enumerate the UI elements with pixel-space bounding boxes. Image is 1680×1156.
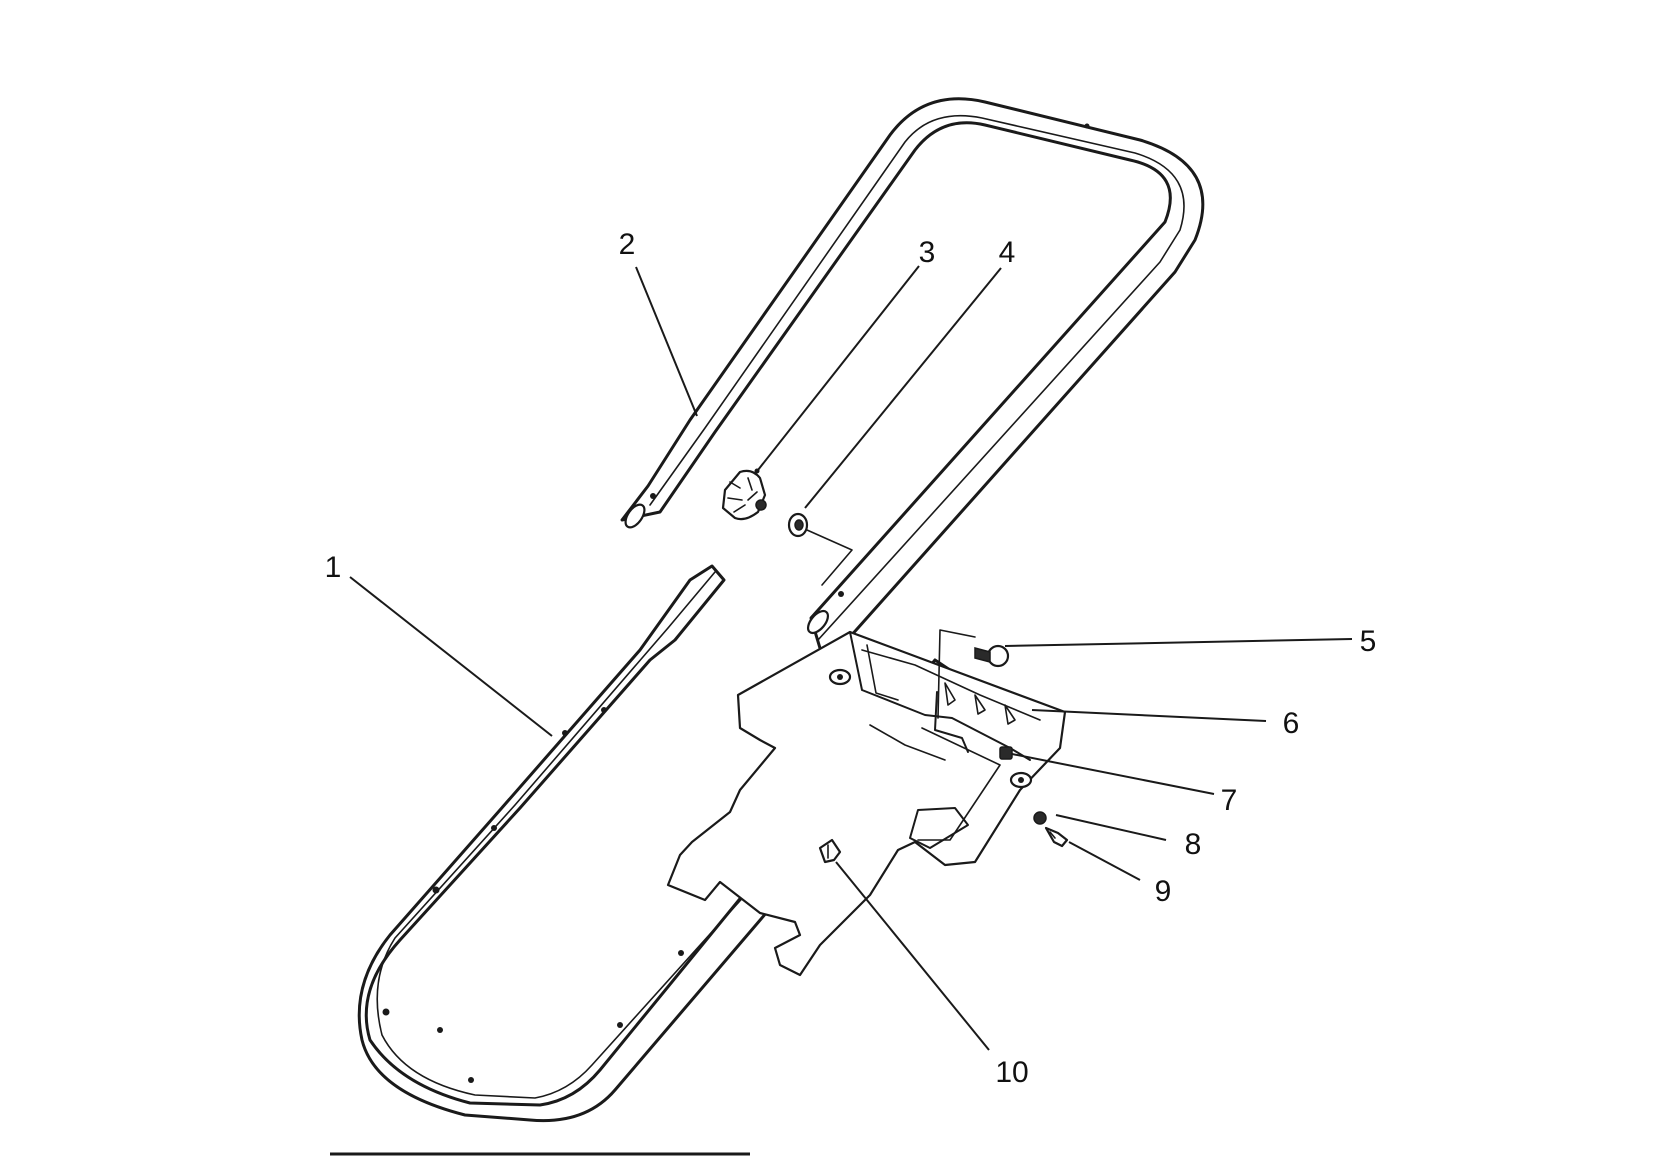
leader-9 — [1068, 841, 1141, 881]
label-7: 7 — [1221, 784, 1238, 817]
label-10: 10 — [995, 1056, 1028, 1089]
upper-handle-frame — [620, 97, 1205, 667]
label-3: 3 — [919, 236, 936, 269]
leader-5 — [1004, 638, 1353, 647]
label-8: 8 — [1185, 828, 1202, 861]
handle-bracket — [666, 630, 1067, 977]
lock-washer — [1033, 811, 1047, 825]
label-5: 5 — [1360, 625, 1377, 658]
leader-7 — [1011, 753, 1215, 795]
label-1: 1 — [325, 551, 342, 584]
part-labels: 1 2 3 4 5 6 7 8 9 10 — [325, 228, 1377, 1089]
label-6: 6 — [1283, 707, 1300, 740]
carriage-bolt — [937, 629, 1010, 719]
leader-3 — [757, 265, 920, 471]
leader-4 — [804, 267, 1002, 509]
cable-clip — [818, 838, 842, 864]
washer — [787, 512, 853, 586]
leader-1 — [349, 576, 553, 737]
leader-2 — [635, 266, 698, 417]
leader-lines — [349, 265, 1353, 1051]
label-4: 4 — [999, 236, 1016, 269]
screw — [1044, 826, 1069, 848]
nut — [999, 746, 1013, 760]
leader-6 — [1031, 709, 1267, 722]
label-2: 2 — [619, 228, 636, 261]
leader-10 — [835, 861, 990, 1051]
handle-knob — [721, 468, 767, 521]
leader-8 — [1055, 814, 1167, 841]
label-9: 9 — [1155, 875, 1172, 908]
